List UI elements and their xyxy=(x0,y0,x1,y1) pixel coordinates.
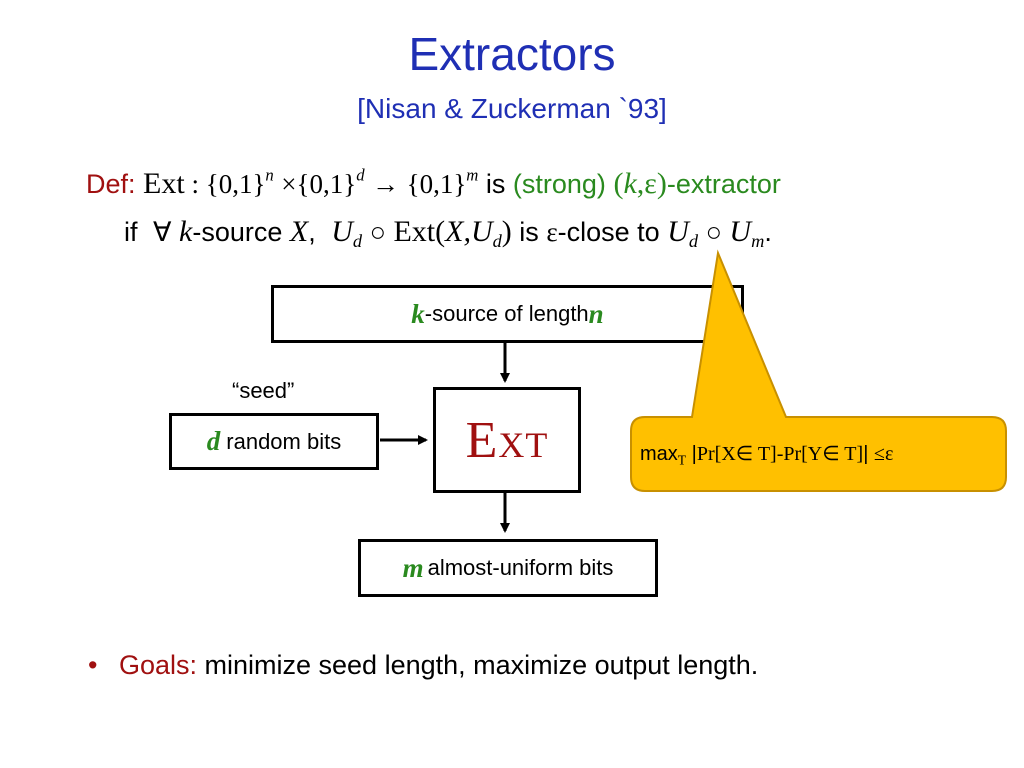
ext-box: Ext xyxy=(433,387,581,493)
d-var: d xyxy=(206,426,221,456)
sub-m: m xyxy=(751,230,765,251)
max-sub-T: T xyxy=(677,452,687,468)
exp-d: d xyxy=(356,165,365,185)
arg-U: U xyxy=(470,215,493,248)
ext-call: Ext( xyxy=(393,215,446,248)
param-eps: ε xyxy=(644,167,657,200)
strong-word: (strong) xyxy=(512,169,606,199)
sub-d-3: d xyxy=(688,230,699,251)
goals-label: Goals: xyxy=(118,650,198,680)
leq-symbol: ≤ xyxy=(873,443,885,465)
m-var: m xyxy=(402,552,424,583)
callout-shape xyxy=(630,249,1007,492)
exp-n: n xyxy=(265,165,274,185)
n-var: n xyxy=(588,298,604,329)
U-m: U xyxy=(729,215,752,248)
eps-close: ε xyxy=(546,217,558,247)
definition-line-2: if ∀ k-source X, Ud ○ Ext(X,Ud) is ε-clo… xyxy=(124,215,772,251)
goals-bullet: • Goals: minimize seed length, maximize … xyxy=(88,650,758,681)
range-set: {0,1} xyxy=(406,169,467,199)
goals-text: minimize seed length, maximize output le… xyxy=(197,650,759,680)
close-paren: ) xyxy=(501,215,512,248)
def-label: Def: xyxy=(86,169,136,199)
colon: : xyxy=(184,169,206,199)
U-d-3: U xyxy=(667,215,689,248)
source-text: -source xyxy=(192,217,283,247)
ext-name: Ext xyxy=(143,167,185,200)
prob-expr: Pr[X∈ T]-Pr[Y∈ T] xyxy=(696,443,864,465)
seed-label: “seed” xyxy=(232,378,295,403)
k-source-label: -source of length xyxy=(424,301,589,326)
definition-line-1: Def: Ext : {0,1}n ×{0,1}d → {0,1}m is (s… xyxy=(86,165,781,200)
circ-2: ○ xyxy=(705,217,722,247)
random-bits-box: d random bits xyxy=(169,413,379,470)
callout-eps: ε xyxy=(884,443,894,465)
random-bits-label: random bits xyxy=(226,428,342,454)
bullet-marker: • xyxy=(88,650,98,680)
domain-set-1: {0,1} xyxy=(205,169,266,199)
close-text: -close to xyxy=(557,217,668,247)
max-word: max xyxy=(640,443,678,465)
domain-set-2: {0,1} xyxy=(296,169,357,199)
exp-m: m xyxy=(466,165,479,185)
sub-d-2: d xyxy=(492,230,502,251)
slide-title: Extractors xyxy=(408,28,616,80)
source-X: X xyxy=(289,215,309,248)
is-word: is xyxy=(478,169,513,199)
bar-left: | xyxy=(691,443,697,465)
bar-right: | xyxy=(863,443,869,465)
arg-X: X xyxy=(445,215,464,248)
is-word-2: is xyxy=(511,217,547,247)
slide-subtitle: [Nisan & Zuckerman `93] xyxy=(357,93,667,124)
callout-text: maxT |Pr[X∈ T]-Pr[Y∈ T]| ≤ε xyxy=(640,441,894,468)
comma: , xyxy=(308,217,316,247)
circ-1: ○ xyxy=(369,217,386,247)
ext-label: Ext xyxy=(465,411,549,469)
output-label: almost-uniform bits xyxy=(427,555,614,580)
extractor-suffix: -extractor xyxy=(666,169,781,199)
param-k: k xyxy=(623,167,637,200)
k-var: k xyxy=(411,298,425,329)
k-source-box: k-source of length n xyxy=(271,285,744,343)
times-symbol: × xyxy=(281,169,297,199)
U-d-1: U xyxy=(331,215,353,248)
period: . xyxy=(764,217,772,247)
arrow-symbol: → xyxy=(372,169,400,199)
output-box: m almost-uniform bits xyxy=(358,539,658,597)
sub-d-1: d xyxy=(352,230,363,251)
if-word: if xyxy=(124,217,138,247)
source-k: k xyxy=(179,215,193,248)
forall-symbol: ∀ xyxy=(153,217,172,247)
